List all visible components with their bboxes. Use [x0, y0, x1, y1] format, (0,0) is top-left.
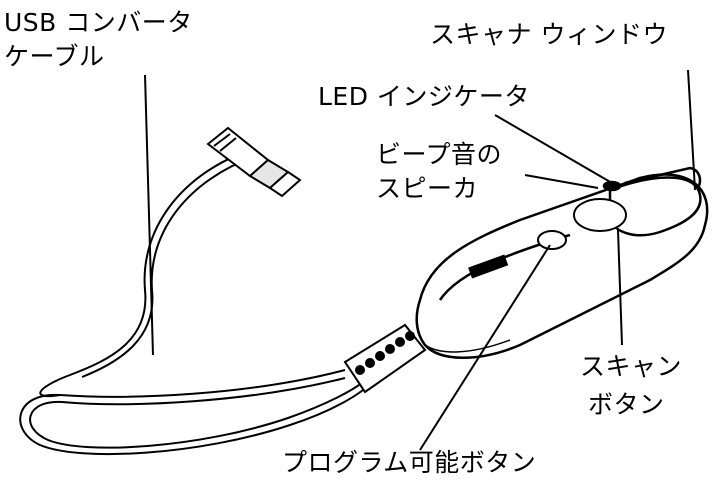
scanner-window-callout-line [687, 69, 696, 191]
beeper-callout-line [524, 174, 599, 189]
programmable-button-label: プログラム可能ボタン [282, 448, 537, 477]
scanner-body [415, 166, 709, 359]
beeper-label-line2: スピーカ [376, 174, 479, 203]
usb-cable [19, 149, 373, 456]
usb-cable-callout-line [144, 74, 154, 356]
scan-button-label-line2: ボタン [588, 390, 665, 419]
cable-strain-relief [343, 323, 427, 394]
usb-connector [206, 126, 302, 198]
scanner-window-label: スキャナ ウィンドウ [430, 20, 668, 49]
usb-cable-label-line2: ケーブル [4, 42, 105, 71]
led-indicator-callout-line [494, 114, 613, 184]
programmable-button-callout-line [419, 244, 551, 451]
scan-button-label-line1: スキャン [580, 352, 683, 381]
callout-lines [144, 69, 696, 451]
usb-cable-label-line1: USB コンバータ [4, 8, 193, 37]
scan-button-callout-line [617, 229, 623, 346]
beeper-label-line1: ビープ音の [376, 140, 503, 169]
led-indicator-label: LED インジケータ [318, 82, 530, 111]
